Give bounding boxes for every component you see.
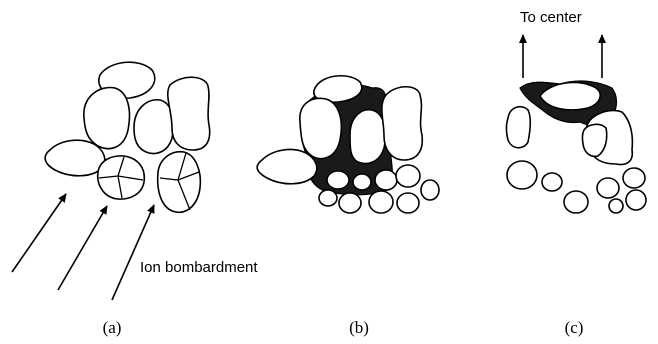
panel-a: [45, 62, 210, 212]
grain: [421, 180, 439, 200]
panel-b-caption: (b): [349, 318, 369, 337]
panel-b: [257, 76, 439, 213]
ion-arrows: [12, 194, 154, 300]
grain: [397, 193, 419, 213]
grain: [542, 173, 562, 191]
ion-arrow: [58, 206, 107, 290]
grain: [339, 193, 361, 213]
grain: [350, 110, 386, 164]
grain: [564, 191, 588, 213]
to-center-label: To center: [520, 9, 582, 26]
grain: [623, 168, 645, 188]
grain: [375, 170, 397, 190]
grain: [626, 190, 646, 210]
grain: [396, 165, 420, 187]
grain: [507, 107, 531, 148]
panel-a-caption: (a): [103, 318, 122, 337]
grain: [168, 77, 210, 150]
grain: [257, 149, 317, 183]
grain: [353, 174, 371, 190]
grain: [134, 100, 174, 154]
grain: [327, 171, 349, 189]
grain: [319, 190, 337, 206]
grain: [369, 191, 393, 213]
ion-arrow: [112, 205, 154, 300]
panel-c: To center: [507, 9, 647, 213]
panel-c-caption: (c): [565, 318, 584, 337]
grain: [609, 199, 623, 213]
grain: [45, 140, 105, 176]
grain: [582, 124, 606, 156]
grain: [382, 87, 422, 160]
ion-bombardment-label: Ion bombardment: [140, 259, 258, 276]
ion-arrow: [12, 194, 66, 272]
grain: [507, 161, 537, 189]
grain: [300, 98, 342, 158]
grain: [597, 178, 619, 198]
grain: [84, 88, 130, 149]
